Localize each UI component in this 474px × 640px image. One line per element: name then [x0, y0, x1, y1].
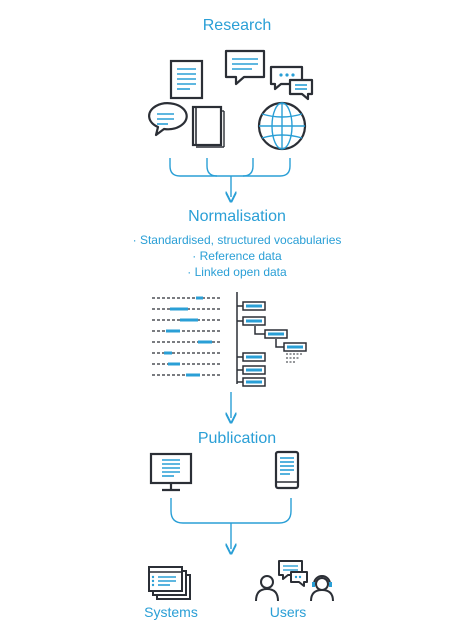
- user-headset-icon: [310, 575, 334, 602]
- desktop-monitor-icon: [149, 452, 193, 492]
- users-label: Users: [269, 604, 307, 620]
- normalisation-bullet-linked-open-data: · Linked open data: [187, 265, 287, 279]
- normalisation-bullet-vocabularies: · Standardised, structured vocabularies: [132, 233, 342, 247]
- systems-label: Systems: [144, 604, 198, 620]
- normalisation-bullet-reference-data: · Reference data: [192, 249, 282, 263]
- normalisation-title: Normalisation: [188, 208, 286, 225]
- publication-title: Publication: [197, 430, 277, 447]
- document-icon: [169, 59, 204, 100]
- chat-bubbles-icon: [269, 65, 314, 101]
- speech-bubble-small-icon: [148, 102, 188, 137]
- user-icon: [255, 575, 279, 602]
- publication-connector: [170, 498, 292, 549]
- text-lines-icon: [152, 296, 220, 377]
- book-icon: [191, 105, 225, 148]
- speech-bubble-icon: [224, 49, 266, 86]
- research-title: Research: [202, 17, 272, 34]
- stacked-windows-icon: [148, 566, 191, 600]
- tree-hierarchy-icon: [236, 292, 307, 387]
- globe-icon: [257, 101, 307, 151]
- tablet-icon: [274, 450, 300, 490]
- research-connector: [169, 158, 291, 197]
- chat-bubbles-icon: [278, 560, 308, 587]
